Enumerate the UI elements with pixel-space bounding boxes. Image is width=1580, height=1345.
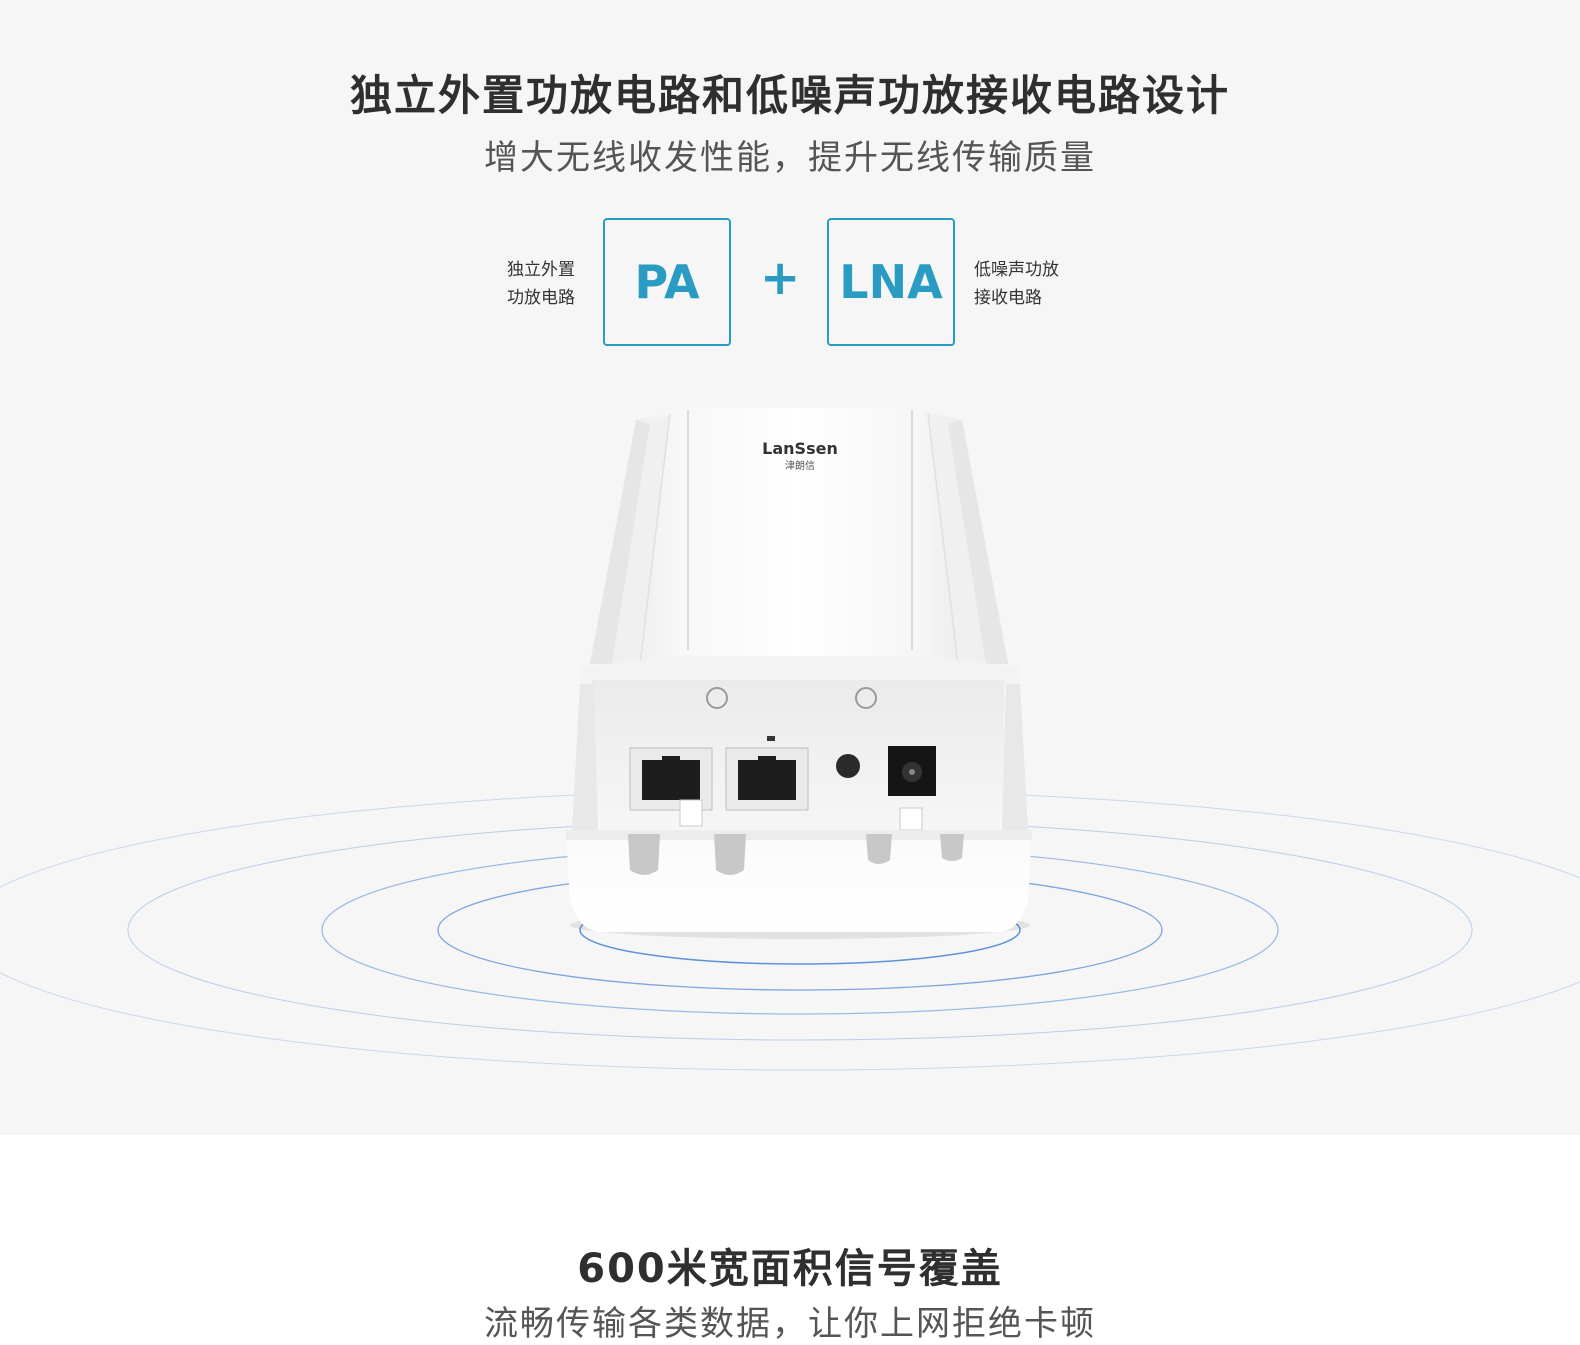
plus-sign: +	[760, 250, 801, 306]
subhead: 增大无线收发性能，提升无线传输质量	[484, 138, 1096, 178]
pa-label: PA	[634, 255, 700, 309]
reset-button	[836, 754, 860, 778]
coverage-title: 600米宽面积信号覆盖	[577, 1246, 1003, 1292]
port-panel	[572, 680, 1028, 831]
screw-hole-right	[855, 687, 877, 709]
device-illustration: LanSsen 津朗信	[0, 408, 1580, 1071]
ethernet-port-2	[725, 747, 809, 811]
device-body	[580, 408, 1020, 684]
screw-hole-left	[706, 687, 728, 709]
pa-description-line2: 功放电路	[507, 288, 575, 308]
lna-description: 低噪声功放 接收电路	[974, 256, 1059, 312]
feature-section: 独立外置功放电路和低噪声功放接收电路设计 增大无线收发性能，提升无线传输质量 独…	[0, 71, 1580, 1071]
lna-box: LNA	[827, 218, 955, 346]
pa-box: PA	[603, 218, 731, 346]
brand-logo-cn: 津朗信	[785, 460, 815, 472]
lna-description-line1: 低噪声功放	[974, 260, 1059, 280]
pa-description-line1: 独立外置	[507, 260, 575, 280]
ethernet-port-1	[629, 747, 713, 827]
lna-description-line2: 接收电路	[974, 288, 1042, 308]
lna-label: LNA	[839, 255, 943, 309]
dc-power-jack	[888, 746, 936, 831]
headline: 独立外置功放电路和低噪声功放接收电路设计	[349, 71, 1230, 120]
pa-description: 独立外置 功放电路	[507, 256, 575, 312]
device-base	[566, 830, 1032, 932]
coverage-subtitle: 流畅传输各类数据，让你上网拒绝卡顿	[484, 1304, 1096, 1344]
status-led	[767, 736, 775, 741]
brand-logo: LanSsen	[762, 439, 838, 458]
